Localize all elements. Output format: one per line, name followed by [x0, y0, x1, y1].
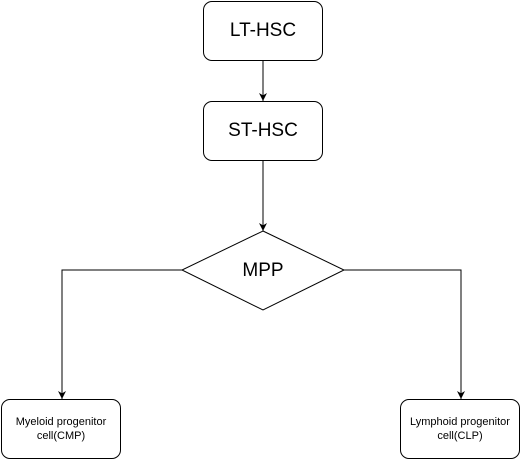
edge-mpp-to-cmp — [58, 269, 182, 399]
node-lt-hsc: LT-HSC — [203, 1, 323, 61]
node-mpp-label: MPP — [242, 259, 284, 281]
node-mpp: MPP — [182, 231, 344, 310]
node-st-hsc-label: ST-HSC — [228, 120, 298, 141]
mpp-decision-diamond — [180, 230, 346, 311]
node-clp: Lymphoid progenitor cell(CLP) — [400, 399, 520, 459]
node-st-hsc: ST-HSC — [203, 101, 323, 161]
node-lt-hsc-label: LT-HSC — [229, 20, 297, 41]
node-clp-label: Lymphoid progenitor cell(CLP) — [410, 416, 510, 442]
node-cmp-label: Myeloid progenitor cell(CMP) — [15, 416, 107, 442]
edge-mpp-to-clp — [344, 269, 465, 399]
node-cmp: Myeloid progenitor cell(CMP) — [1, 399, 121, 459]
